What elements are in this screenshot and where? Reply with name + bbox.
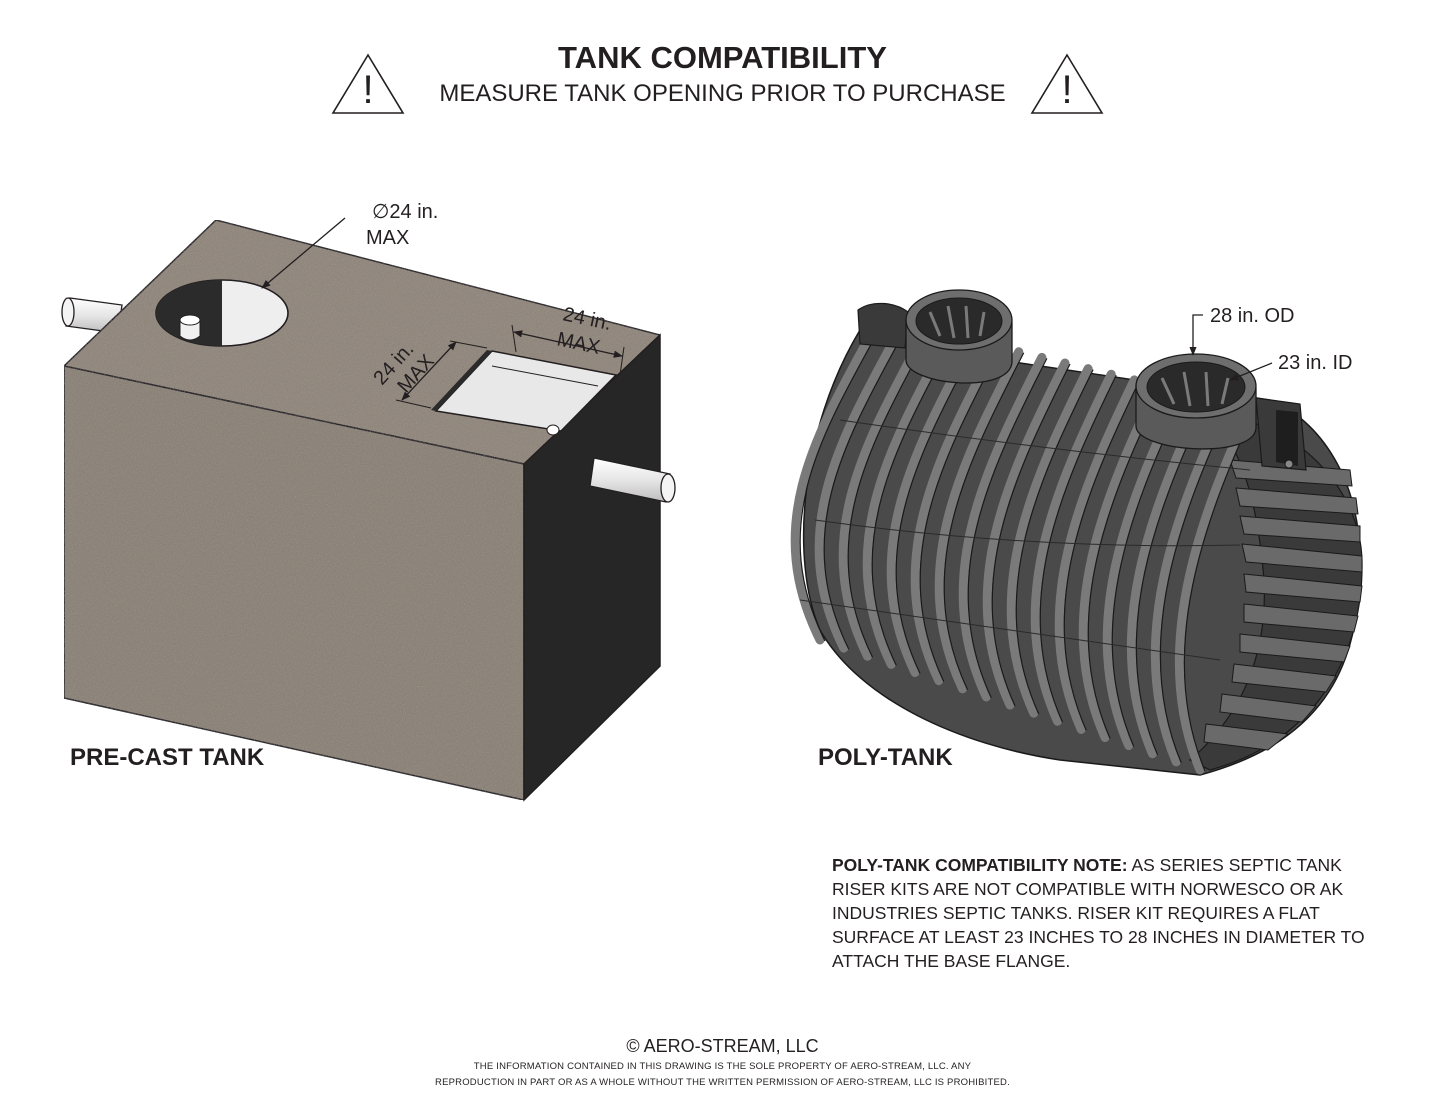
poly-riser-left <box>905 289 1013 384</box>
poly-rib <box>1054 375 1139 734</box>
poly-tank-label: POLY-TANK <box>818 744 953 771</box>
poly-rib <box>910 341 1001 686</box>
poly-rib-edge <box>943 352 1025 691</box>
poly-rib-edge <box>991 363 1071 707</box>
compatibility-note: POLY-TANK COMPATIBILITY NOTE: AS SERIES … <box>832 853 1392 973</box>
poly-rib <box>886 336 977 677</box>
poly-rib <box>790 313 885 645</box>
poly-rib <box>982 358 1070 710</box>
poly-rib <box>1006 364 1093 718</box>
svg-text:!: ! <box>1061 68 1072 112</box>
precast-tank-label: PRE-CAST TANK <box>70 744 265 771</box>
compatibility-note-body: AS SERIES SEPTIC TANK RISER KITS ARE NOT… <box>832 855 1365 971</box>
svg-text:!: ! <box>362 68 373 112</box>
disclaimer-line-1: THE INFORMATION CONTAINED IN THIS DRAWIN… <box>473 1061 972 1072</box>
poly-rib-edge <box>1183 408 1256 772</box>
poly-rib-edge <box>871 335 955 666</box>
poly-rib <box>862 330 954 669</box>
round-opening-leader <box>261 217 346 289</box>
precast-side-face <box>523 333 661 802</box>
poly-tank: 28 in. OD 23 in. ID <box>790 289 1363 776</box>
disclaimer-line-2: REPRODUCTION IN PART OR AS A WHOLE WITHO… <box>435 1077 1010 1088</box>
diameter-max-label: MAX <box>366 227 409 249</box>
poly-rib <box>958 352 1047 702</box>
warning-triangle-icon: ! <box>331 53 405 114</box>
poly-rib <box>1174 403 1255 775</box>
precast-tank: ∅24 in. MAX 24 in. MAX 24 in. MAX <box>61 201 676 802</box>
poly-rib <box>838 324 931 661</box>
poly-seam <box>814 519 1241 547</box>
poly-seam <box>839 419 1251 471</box>
outlet-pipe <box>589 457 676 503</box>
poly-rib-edge <box>1039 374 1117 723</box>
id-callout <box>1229 362 1273 381</box>
round-opening <box>155 279 289 347</box>
outer-diameter-label: 28 in. OD <box>1210 305 1294 327</box>
poly-rib-edge <box>895 341 979 674</box>
page-subtitle: MEASURE TANK OPENING PRIOR TO PURCHASE <box>439 80 1006 107</box>
page-title: TANK COMPATIBILITY <box>558 40 887 75</box>
diameter-label: ∅24 in. <box>372 201 438 223</box>
poly-rib <box>814 319 908 653</box>
poly-rib-edge <box>799 318 886 642</box>
poly-seam <box>799 599 1221 661</box>
od-callout <box>1189 314 1203 356</box>
poly-rib-edge <box>847 329 932 658</box>
warning-triangle-icon: ! <box>1030 53 1104 114</box>
poly-rib-edge <box>967 358 1048 699</box>
poly-rib-edge <box>1015 369 1094 715</box>
compatibility-note-heading: POLY-TANK COMPATIBILITY NOTE: <box>832 855 1128 875</box>
poly-rib-edge <box>919 346 1002 682</box>
copyright: © AERO-STREAM, LLC <box>626 1036 819 1056</box>
poly-rib-edge <box>823 324 909 650</box>
inner-diameter-label: 23 in. ID <box>1278 352 1352 374</box>
poly-ribs <box>790 313 1256 775</box>
poly-riser-right <box>1135 353 1257 450</box>
poly-rib <box>934 347 1024 694</box>
poly-rib-edge <box>1063 380 1140 731</box>
poly-rib <box>1030 369 1116 726</box>
